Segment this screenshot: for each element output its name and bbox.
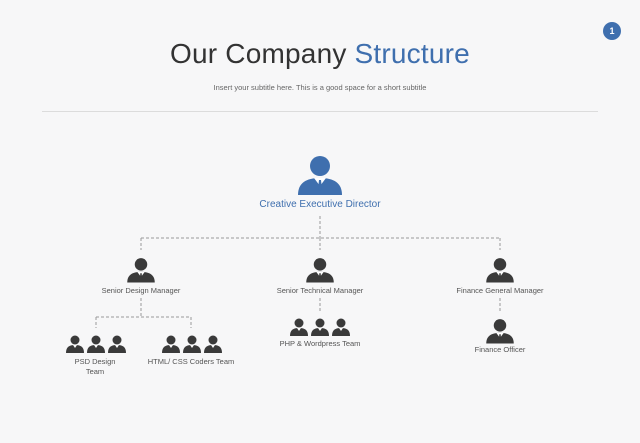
director-person-icon <box>298 156 342 195</box>
design-manager-label: Senior Design Manager <box>101 286 181 295</box>
html-css-team-group-icon <box>162 335 222 353</box>
finance-officer-label: Finance Officer <box>474 345 526 354</box>
php-wordpress-team-group-icon <box>290 318 350 336</box>
page-subtitle: Insert your subtitle here. This is a goo… <box>213 83 427 92</box>
finance-manager-label: Finance General Manager <box>456 286 544 295</box>
divider <box>42 111 598 112</box>
page-number-badge: 1 <box>603 22 621 40</box>
technical-manager-label: Senior Technical Manager <box>276 286 364 295</box>
html-css-team-label: HTML/ CSS Coders Team <box>147 357 235 366</box>
psd-team-group-icon <box>66 335 126 353</box>
php-wordpress-team-label: PHP & Wordpress Team <box>279 339 361 348</box>
psd-team-label: PSD Design Team <box>74 357 116 376</box>
design-manager-person-icon <box>127 258 155 283</box>
finance-manager-person-icon <box>486 258 514 283</box>
director-label: Creative Executive Director <box>259 199 381 210</box>
technical-manager-person-icon <box>306 258 334 283</box>
title-accent: Structure <box>354 38 470 69</box>
page-title: Our Company Structure <box>0 38 640 70</box>
finance-officer-person-icon <box>486 319 514 344</box>
title-main: Our Company <box>170 38 347 69</box>
